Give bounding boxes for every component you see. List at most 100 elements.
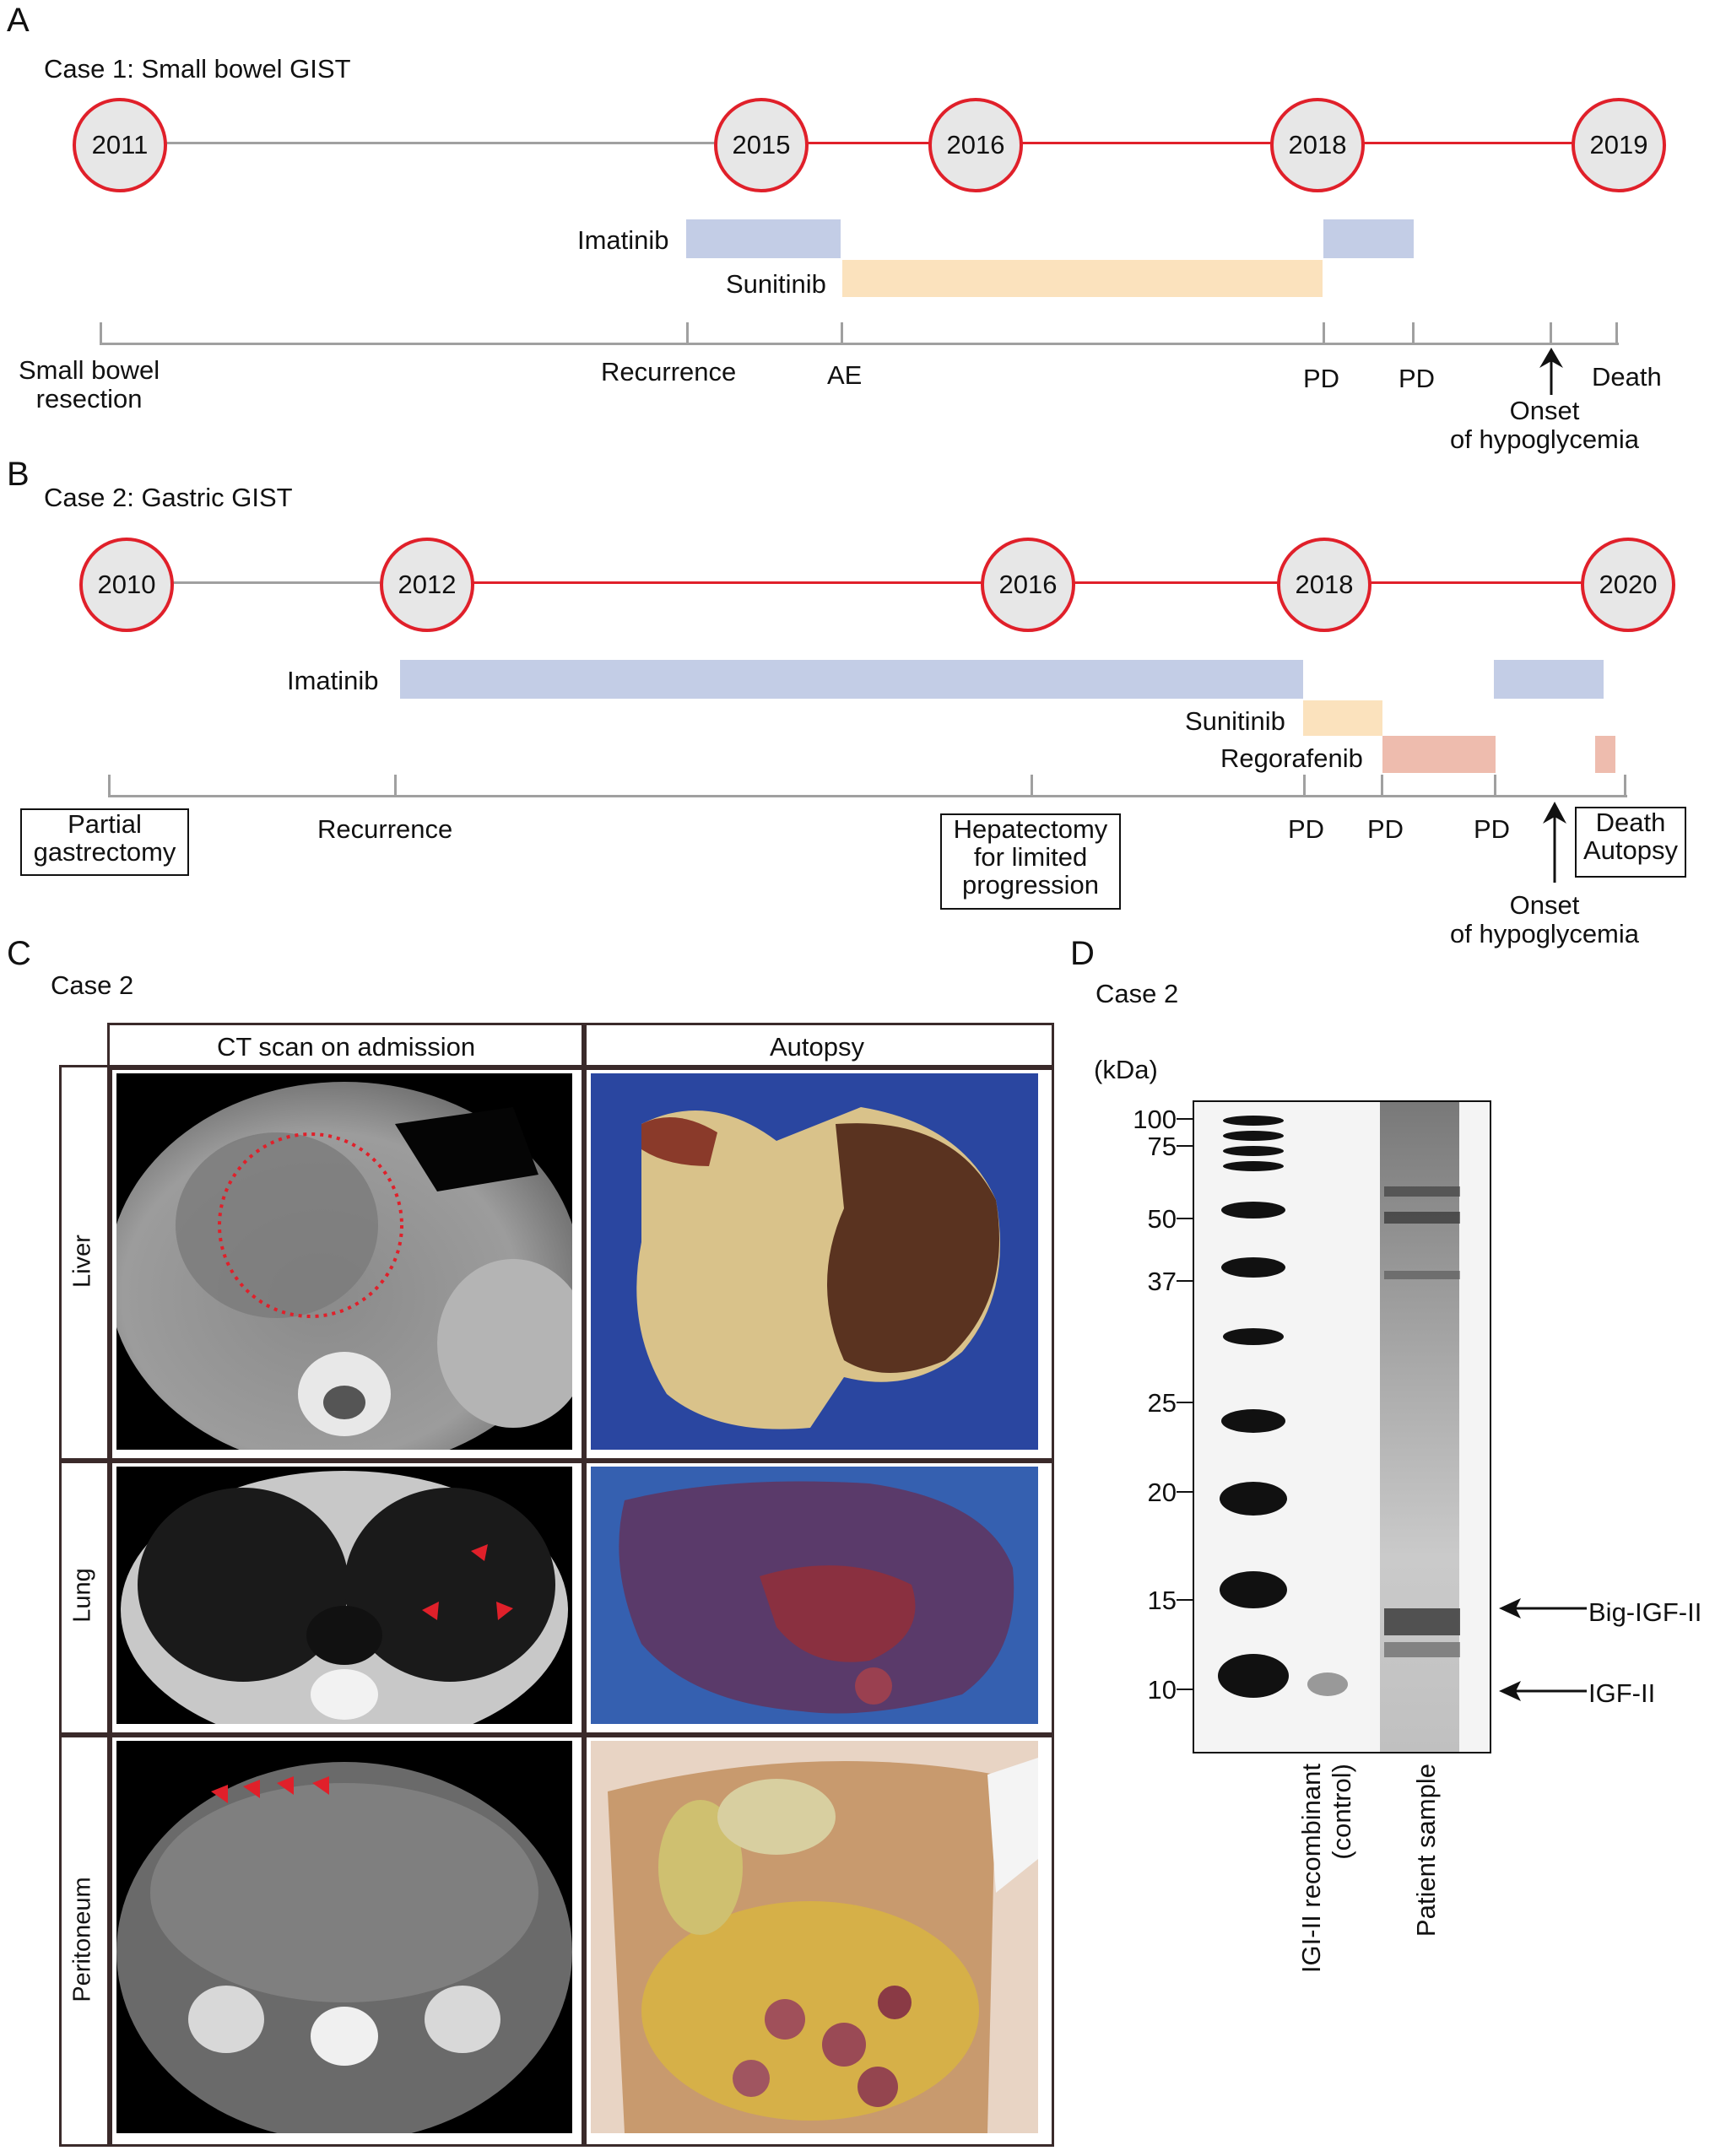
event-pd: PD bbox=[1367, 814, 1404, 844]
image-cell bbox=[107, 1458, 587, 1737]
event-recurrence: Recurrence bbox=[601, 357, 737, 386]
event-gastrectomy: Partial gastrectomy bbox=[20, 808, 189, 876]
event-resection: Small bowel resection bbox=[19, 355, 160, 413]
band-label-big-igf: Big-IGF-II bbox=[1588, 1597, 1702, 1627]
imatinib-bar bbox=[1494, 660, 1604, 699]
drug-label-sunitinib: Sunitinib bbox=[1185, 706, 1285, 736]
year-circle: 2018 bbox=[1270, 98, 1365, 192]
sunitinib-bar bbox=[1303, 700, 1382, 736]
arrow-left-icon bbox=[1499, 1681, 1587, 1701]
autopsy-lung-image bbox=[591, 1467, 1038, 1724]
image-cell bbox=[582, 1458, 1054, 1737]
marker-label: 37 bbox=[1147, 1267, 1177, 1296]
event-tick bbox=[100, 322, 102, 344]
event-ae: AE bbox=[827, 360, 863, 390]
event-onset: Onset of hypoglycemia bbox=[1450, 396, 1640, 454]
autopsy-peritoneum-image bbox=[591, 1741, 1038, 2133]
imatinib-bar bbox=[1323, 219, 1414, 258]
event-tick bbox=[1412, 322, 1415, 344]
year-circle: 2010 bbox=[79, 538, 174, 632]
year-circle: 2016 bbox=[928, 98, 1023, 192]
event-tick bbox=[841, 322, 843, 344]
arrow-up-icon bbox=[1539, 348, 1563, 395]
event-tick bbox=[1031, 775, 1033, 797]
row-label-cell bbox=[59, 1065, 112, 1463]
panel-a-title: Case 1: Small bowel GIST bbox=[44, 54, 351, 84]
panel-b-title: Case 2: Gastric GIST bbox=[44, 483, 293, 512]
band-label-igf: IGF-II bbox=[1588, 1678, 1656, 1708]
ct-peritoneum-image bbox=[116, 1741, 572, 2133]
event-tick bbox=[1550, 322, 1552, 344]
ct-liver-image bbox=[116, 1073, 572, 1450]
event-pd: PD bbox=[1399, 364, 1436, 393]
event-onset: Onset of hypoglycemia bbox=[1450, 890, 1640, 948]
event-axis-b bbox=[108, 795, 1627, 797]
event-death: Death Autopsy bbox=[1575, 807, 1686, 878]
drug-label-imatinib: Imatinib bbox=[577, 225, 669, 255]
marker-label: 25 bbox=[1147, 1388, 1177, 1418]
ct-lung-image bbox=[116, 1467, 572, 1724]
drug-label-imatinib: Imatinib bbox=[287, 666, 379, 695]
imatinib-bar bbox=[400, 660, 1303, 699]
image-cell bbox=[107, 1065, 587, 1463]
year-circle: 2011 bbox=[73, 98, 167, 192]
image-cell bbox=[107, 1732, 587, 2147]
regorafenib-bar bbox=[1595, 736, 1615, 773]
header-cell bbox=[107, 1023, 587, 1070]
marker-label: 10 bbox=[1147, 1675, 1177, 1705]
lane-label-patient-text: Patient sample bbox=[1411, 1764, 1441, 1937]
western-blot bbox=[1193, 1100, 1491, 1753]
sunitinib-bar bbox=[842, 260, 1323, 297]
row-label-lung: Lung bbox=[68, 1568, 96, 1623]
event-recurrence: Recurrence bbox=[317, 814, 453, 844]
panel-letter-a: A bbox=[7, 2, 30, 39]
event-tick bbox=[1323, 322, 1325, 344]
event-tick bbox=[686, 322, 689, 344]
marker-label: 75 bbox=[1147, 1132, 1177, 1161]
event-death: Death bbox=[1592, 362, 1662, 392]
image-cell bbox=[582, 1732, 1054, 2147]
col-header-ct: CT scan on admission bbox=[216, 1032, 476, 1062]
kda-unit: (kDa) bbox=[1094, 1055, 1158, 1084]
col-header-autopsy: Autopsy bbox=[769, 1032, 864, 1062]
event-tick bbox=[1381, 775, 1383, 797]
row-label-peritoneum: Peritoneum bbox=[68, 1877, 96, 2002]
panel-letter-c: C bbox=[7, 935, 31, 972]
event-pd: PD bbox=[1474, 814, 1511, 844]
year-circle: 2018 bbox=[1277, 538, 1371, 632]
arrow-up-icon bbox=[1543, 802, 1566, 883]
timeline-gray-a bbox=[118, 142, 768, 144]
row-label-liver: Liver bbox=[68, 1235, 96, 1288]
event-tick bbox=[1615, 322, 1618, 344]
year-circle: 2019 bbox=[1572, 98, 1666, 192]
lane-label-patient: Patient sample bbox=[1401, 1764, 1452, 2101]
drug-label-regorafenib: Regorafenib bbox=[1220, 743, 1363, 773]
panel-letter-d: D bbox=[1070, 935, 1095, 972]
lane-label-control: IGI-II recombinant (control) bbox=[1291, 1764, 1359, 2101]
event-tick bbox=[1303, 775, 1306, 797]
imatinib-bar bbox=[686, 219, 841, 258]
year-circle: 2020 bbox=[1581, 538, 1675, 632]
year-circle: 2015 bbox=[714, 98, 809, 192]
timeline-gray-b bbox=[127, 581, 430, 584]
marker-label: 100 bbox=[1133, 1105, 1177, 1134]
event-pd: PD bbox=[1303, 364, 1340, 393]
marker-label: 20 bbox=[1147, 1478, 1177, 1507]
drug-label-sunitinib: Sunitinib bbox=[726, 269, 826, 299]
regorafenib-bar bbox=[1382, 736, 1496, 773]
marker-label: 15 bbox=[1147, 1586, 1177, 1615]
event-tick bbox=[394, 775, 397, 797]
event-hepatectomy: Hepatectomy for limited progression bbox=[940, 813, 1121, 910]
arrow-left-icon bbox=[1499, 1598, 1587, 1618]
header-cell bbox=[582, 1023, 1054, 1070]
event-axis-a bbox=[100, 343, 1619, 345]
event-tick bbox=[108, 775, 111, 797]
panel-c-case: Case 2 bbox=[51, 970, 134, 1000]
event-pd: PD bbox=[1288, 814, 1325, 844]
row-label-cell bbox=[59, 1458, 112, 1737]
marker-label: 50 bbox=[1147, 1204, 1177, 1234]
event-tick bbox=[1494, 775, 1496, 797]
autopsy-liver-image bbox=[591, 1073, 1038, 1450]
event-tick bbox=[1624, 775, 1626, 797]
year-circle: 2012 bbox=[380, 538, 474, 632]
